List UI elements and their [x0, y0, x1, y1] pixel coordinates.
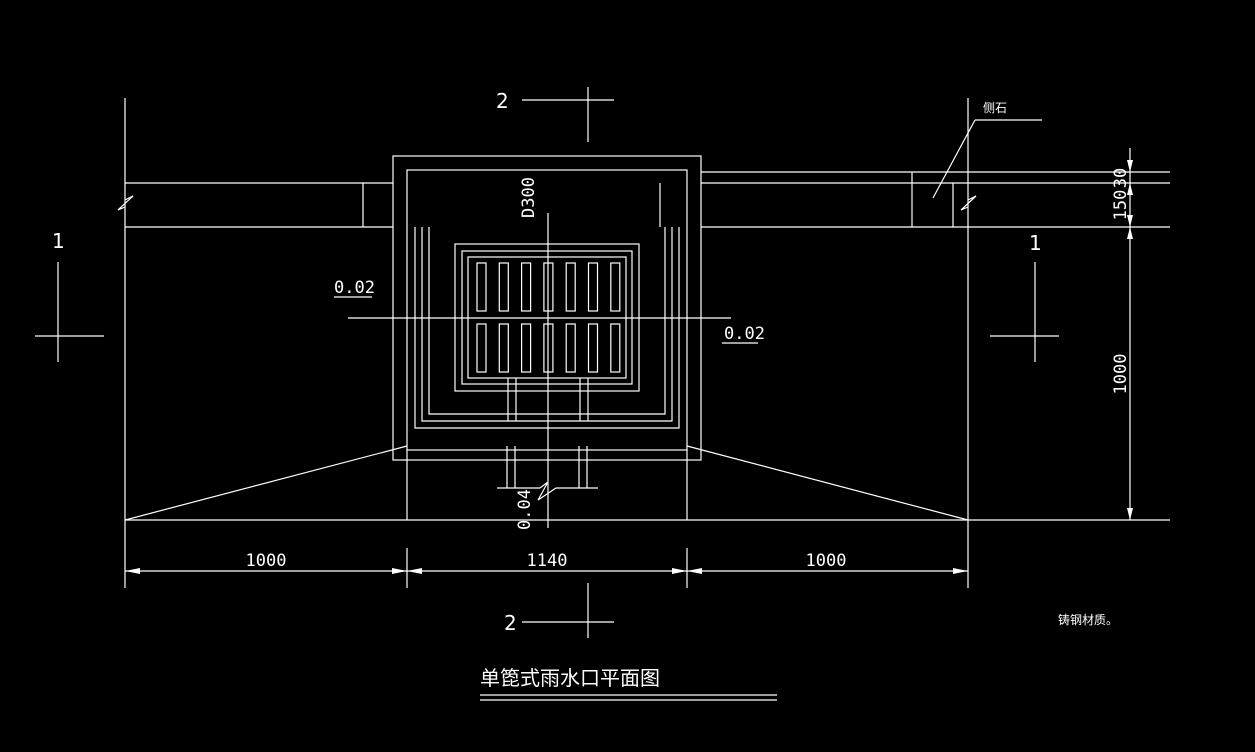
section-1-left-label: 1	[52, 229, 65, 253]
section-2-top-label: 2	[496, 89, 509, 113]
dim-curb-top: 30	[1111, 168, 1131, 188]
dim-left-width: 1000	[246, 551, 287, 571]
grate-supports	[507, 378, 589, 421]
grate-slot	[610, 262, 621, 312]
inlet-outer-frame	[392, 155, 702, 520]
slope-label-right: 0.02	[724, 324, 765, 344]
material-note: 铸钢材质。	[1058, 612, 1118, 627]
grate-slot	[587, 262, 599, 312]
grate-slot	[587, 323, 599, 373]
grate-slot	[476, 262, 487, 312]
section-mark-2-top: 2	[496, 87, 614, 142]
grate-slot	[520, 262, 532, 312]
title-underline	[480, 694, 777, 701]
section-mark-1-right: 1	[990, 231, 1059, 362]
grate-slot	[520, 323, 532, 373]
slope-label-bottom: 0.04	[515, 489, 535, 530]
grate-slot	[498, 262, 509, 312]
pipe-diameter-label: D300	[519, 177, 539, 218]
curb-leader: 侧石	[932, 101, 1042, 199]
grate-slots	[476, 262, 621, 373]
dim-inlet-width: 1140	[527, 551, 568, 571]
grate-slot	[610, 323, 621, 373]
grate-slot	[498, 323, 509, 373]
section-mark-2-bottom: 2	[504, 583, 614, 638]
dim-apron-depth: 1000	[1111, 354, 1131, 395]
centerlines	[348, 213, 731, 528]
section-mark-1-left: 1	[35, 229, 104, 362]
grate-slot	[565, 323, 576, 373]
outlet-pipe	[497, 446, 598, 501]
vertical-dimensions: 30 150 1000	[1111, 148, 1133, 520]
horizontal-dimensions: 1000 1140 1000	[125, 548, 968, 588]
grate-slot	[565, 262, 576, 312]
dim-curb-width: 150	[1111, 190, 1131, 221]
section-1-right-label: 1	[1029, 231, 1042, 255]
section-2-bottom-label: 2	[504, 611, 517, 635]
slope-label-left: 0.02	[334, 278, 375, 298]
slope-annotations: 0.02 0.02 0.04	[334, 278, 765, 530]
curb-label: 侧石	[983, 101, 1007, 115]
dim-right-width: 1000	[806, 551, 847, 571]
apron-slopes	[124, 445, 969, 521]
drawing-title: 单箆式雨水口平面图	[480, 666, 660, 690]
curb-lines	[117, 98, 1170, 588]
grate-slot	[476, 323, 487, 373]
inlet-inner-walls	[414, 227, 680, 429]
